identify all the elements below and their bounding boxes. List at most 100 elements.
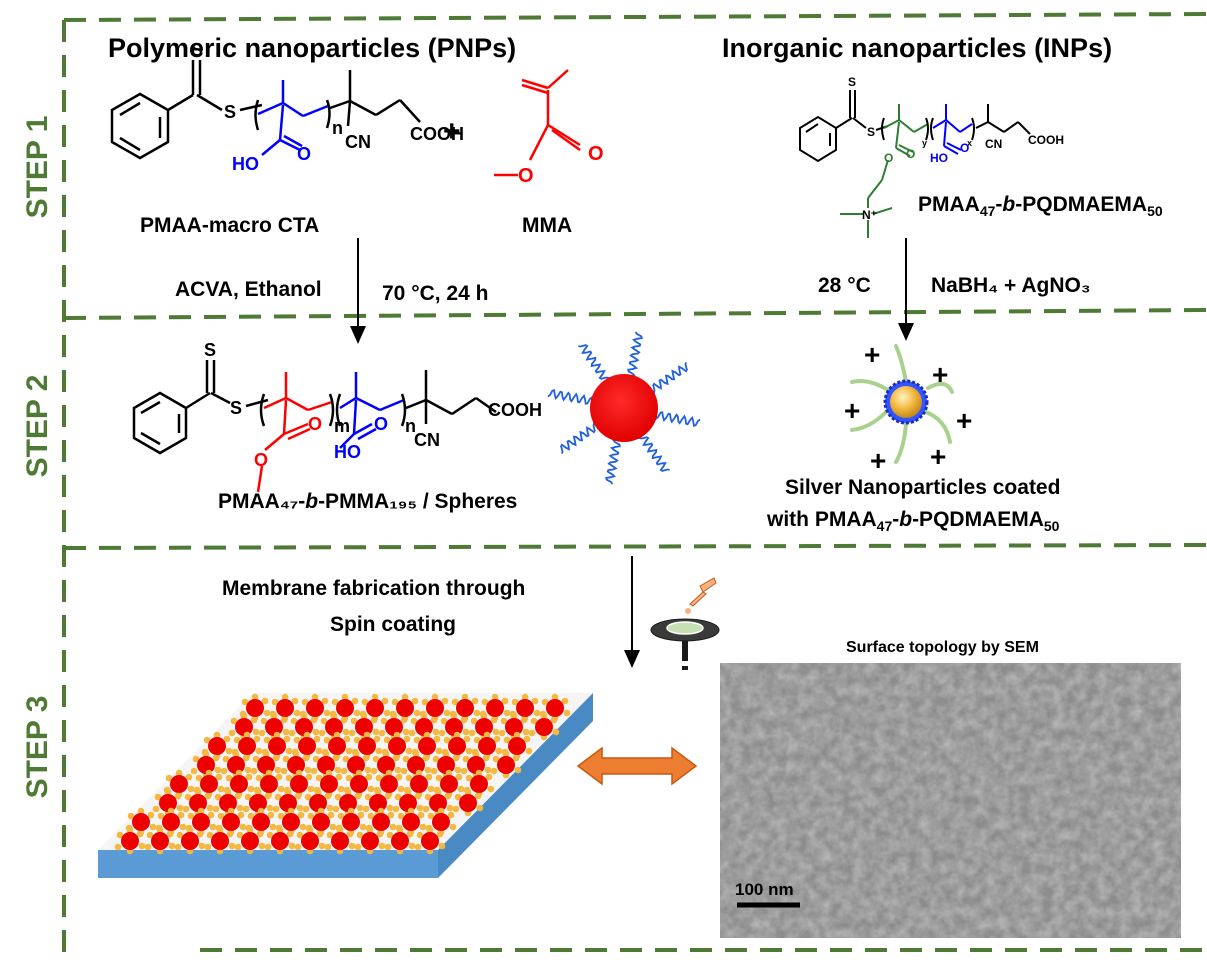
- hyphen: -: [995, 193, 1003, 216]
- silver-particle-dot: [354, 843, 362, 851]
- polymer-sphere-dot: [271, 832, 289, 850]
- silver-particle-dot: [453, 731, 461, 739]
- sulfur-label: S: [230, 398, 242, 418]
- silver-particle-dot: [355, 769, 363, 777]
- silver-particle-dot: [436, 830, 444, 838]
- silver-particle-dot: [464, 788, 472, 796]
- polymer-sphere-dot: [306, 699, 324, 717]
- silver-particle-dot: [523, 735, 531, 743]
- silver-particle-dot: [149, 823, 157, 831]
- silver-particle-dot: [484, 766, 492, 774]
- silver-particle-dot: [371, 693, 379, 701]
- silver-particle-dot: [310, 716, 318, 724]
- silver-particle-dot: [394, 793, 402, 801]
- oxygen-label: O: [308, 414, 322, 434]
- silver-particle-dot: [269, 823, 277, 831]
- sulfur-label: S: [848, 75, 856, 89]
- silver-particle-dot: [264, 792, 272, 800]
- silver-particle-dot: [267, 811, 275, 819]
- polymer-sphere-dot: [347, 756, 365, 774]
- ho-label: HO: [334, 442, 361, 462]
- silver-particle-dot: [337, 812, 345, 820]
- silver-particle-dot: [157, 812, 165, 820]
- silver-particle-dot: [427, 812, 435, 820]
- silver-particle-dot: [213, 731, 221, 739]
- silver-particle-dot: [226, 830, 234, 838]
- silver-particle-dot: [421, 698, 429, 706]
- polymer-sphere-dot: [197, 756, 215, 774]
- silver-particle-dot: [405, 774, 413, 782]
- sem-texture: 100 nm: [720, 663, 1181, 938]
- silver-particle-dot: [416, 804, 424, 812]
- silver-particle-dot: [407, 807, 415, 815]
- cooh-label: COOH: [488, 400, 542, 420]
- silver-particle-dot: [318, 842, 326, 850]
- silver-particle-dot: [540, 712, 548, 720]
- silver-particle-dot: [260, 717, 268, 725]
- silver-particle-dot: [285, 774, 293, 782]
- polymer-sphere-dot: [222, 813, 240, 831]
- positive-charge: +: [844, 395, 860, 426]
- silver-particle-dot: [393, 731, 401, 739]
- silver-particle-dot: [324, 843, 332, 851]
- silver-particle-dot: [367, 812, 375, 820]
- silver-particle-dot: [514, 766, 522, 774]
- silver-particle-dot: [362, 805, 370, 813]
- silver-particle-dot: [487, 785, 495, 793]
- silver-particle-dot: [510, 712, 518, 720]
- polymer-sphere-dot: [467, 756, 485, 774]
- mma-monomer-structure: [494, 69, 581, 177]
- silver-particle-dot: [417, 811, 425, 819]
- silver-particle-dot: [154, 793, 162, 801]
- silver-particle-dot: [270, 712, 278, 720]
- silver-particle-dot: [185, 773, 193, 781]
- silver-particle-dot: [475, 769, 483, 777]
- silver-particle-dot: [114, 843, 122, 851]
- silver-particle-dot: [204, 843, 212, 851]
- silver-particle-dot: [445, 769, 453, 777]
- silver-particle-dot: [274, 766, 282, 774]
- polymer-sphere-dot: [298, 737, 316, 755]
- silver-particle-dot: [206, 804, 214, 812]
- silver-particle-dot: [253, 735, 261, 743]
- silver-particle-dot: [323, 736, 331, 744]
- silver-particle-dot: [344, 788, 352, 796]
- silver-particle-dot: [356, 831, 364, 839]
- silver-particle-dot: [353, 709, 361, 717]
- silver-particle-dot: [220, 767, 228, 775]
- silver-particle-dot: [317, 807, 325, 815]
- silver-particle-dot: [255, 747, 263, 755]
- silver-particle-dot: [332, 805, 340, 813]
- silver-particle-dot: [389, 823, 397, 831]
- silver-particle-dot: [174, 792, 182, 800]
- oxygen-label: O: [254, 450, 268, 470]
- silver-particle-dot: [390, 712, 398, 720]
- silver-particle-dot: [440, 717, 448, 725]
- silver-particle-dot: [144, 843, 152, 851]
- silver-particle-dot: [413, 709, 421, 717]
- silver-particle-dot: [422, 754, 430, 762]
- silver-particle-dot: [182, 805, 190, 813]
- silver-particle-dot: [225, 747, 233, 755]
- polymer-sphere-dot: [325, 718, 343, 736]
- silver-particle-dot: [442, 750, 450, 758]
- silver-particle-dot: [384, 792, 392, 800]
- polymer-chain: [654, 411, 701, 427]
- polymer-sphere-dot: [257, 756, 275, 774]
- silver-particle-dot: [392, 754, 400, 762]
- silver-particle-dot: [512, 754, 520, 762]
- polymer-sphere-dot: [486, 699, 504, 717]
- silver-particle-dot: [212, 805, 220, 813]
- silver-particle-dot: [311, 693, 319, 701]
- sulfur-label: S: [867, 125, 875, 139]
- silver-particle-dot: [450, 712, 458, 720]
- silver-particle-dot: [501, 697, 509, 705]
- silver-particle-dot: [291, 697, 299, 705]
- cn-label: CN: [985, 137, 1002, 151]
- silver-particle-dot: [288, 729, 296, 737]
- polymer-sphere-dot: [279, 794, 297, 812]
- silver-particle-dot: [263, 736, 271, 744]
- silver-particle-dot: [375, 747, 383, 755]
- silver-particle-dot: [168, 842, 176, 850]
- silver-particle-dot: [175, 769, 183, 777]
